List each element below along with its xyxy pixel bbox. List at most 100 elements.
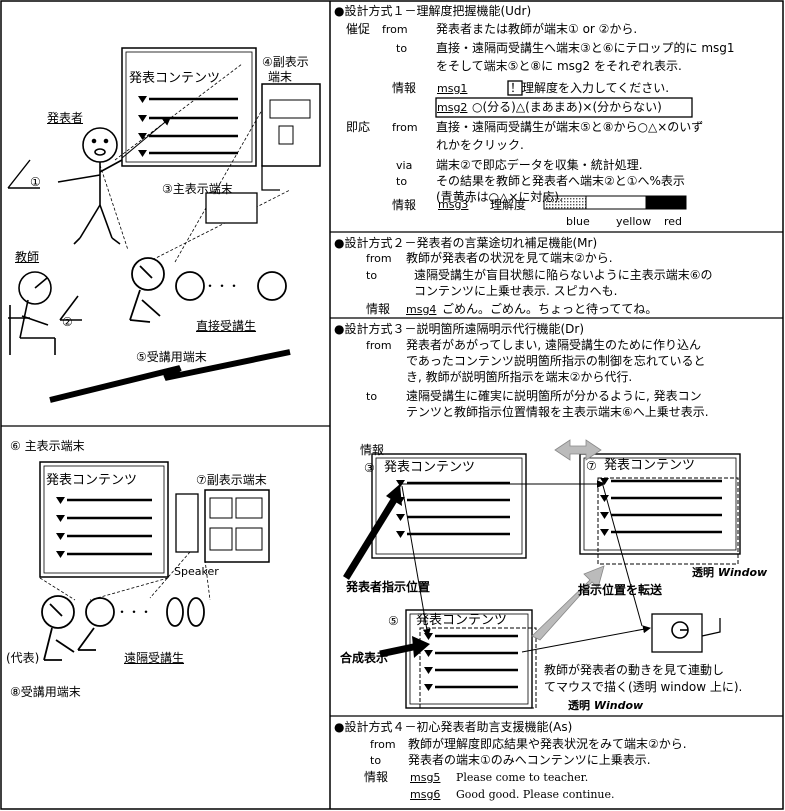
network-bolt-icon [49,349,291,403]
s2-title: ●設計方式２－発表者の言葉途切れ補足機能(Mr) [334,236,598,250]
sub-display-4 [261,83,321,167]
s1-resp-from-text-2: れかをクリック. [436,138,524,152]
main-display-6 [39,461,169,578]
sub-display-7-label: ⑦副表示端末 [196,473,267,487]
s1-info-label: 情報 [392,81,417,95]
mouse-device-icon [651,613,721,653]
speaker-icon [175,493,199,553]
ellipsis-top: ・・・ [204,279,241,293]
s3-from-text-1: 発表者があがってしまい, 遠隔受講生のために作り込ん [406,338,702,352]
s3-title: ●設計方式３－説明箇所遠隔明示代行機能(Dr) [334,322,585,336]
terminal-1-label: ① [30,175,41,189]
s1-resp-from-text-1: 直接・遠隔両受講生が端末⑤と⑧から○△×のいず [436,120,704,134]
s4-from-label: from [370,738,396,751]
s4-to-text: 発表者の端末①のみへコンテンツに上乗表示. [408,753,651,767]
teacher-figure [8,271,82,355]
s3-box7-title: 発表コンテンツ [604,458,696,473]
s1-from-label: from [382,23,408,36]
s4-to-label: to [370,754,382,767]
s1-msg3-label: msg3 [438,198,469,211]
s2-from-label: from [366,252,392,265]
s1-msg1-label: msg1 [437,82,468,95]
s3-from-text-3: き, 教師が説明箇所指示を端末②から代行. [406,370,633,384]
main-display-3-label: ③主表示端末 [162,182,233,196]
content-top-title: 発表コンテンツ [129,71,221,86]
s2-from-text: 教師が発表者の状況を見て端末②から. [406,251,613,265]
speaker-label: Speaker [174,565,219,578]
sub-display-4-label: ④副表示 [262,55,309,69]
s2-to-text-1: 遠隔受講生が盲目状態に陥らないように主表示端末⑥の [414,268,713,282]
s1-msg2-text: ○(分る)△(まあまあ)×(分からない) [472,100,662,114]
s3-box3-num: ③ [364,461,375,475]
legend-yellow: yellow [616,215,652,228]
sub-display-7 [204,489,270,563]
s1-resp-from-label: from [392,121,418,134]
s3-box-3 [371,453,527,559]
s1-prompt-label: 催促 [346,22,371,36]
s1-to-label: to [396,42,408,55]
direct-students-label: 直接受講生 [196,319,257,333]
remote-students-figure [41,595,205,661]
sync-arrow-icon [554,439,602,461]
s3-box-7 [579,453,741,565]
s3-teacher-note-1: 教師が発表者の動きを見て連動し [544,663,725,677]
s3-transparent-window-2: 透明 Window [568,699,644,712]
presenter-label: 発表者 [47,111,84,125]
s3-to-label: to [366,390,378,403]
main-display-3 [121,47,280,191]
s4-from-text: 教師が理解度即応結果や発表状況をみて端末②から. [408,737,687,751]
s3-composite-label: 合成表示 [340,651,389,665]
s3-box5-num: ⑤ [388,614,399,628]
s1-resp-to-text-1: その結果を教師と発表者へ端末②と①へ%表示 [436,174,685,188]
s1-resp-info-label: 情報 [392,198,417,212]
s2-msg4-label: msg4 [406,303,437,316]
s4-title: ●設計方式４－初心発表者助言支援機能(As) [334,720,573,734]
s1-to-text-1: 直接・遠隔両受講生へ端末③と⑥にテロップ的に msg1 [436,41,735,55]
ellipsis-bottom: ・・・ [116,605,153,619]
s3-info-label: 情報 [360,443,385,457]
s2-info-label: 情報 [366,302,391,316]
main-display-6-label: ⑥ 主表示端末 [10,439,85,453]
representative-label: (代表) [6,651,40,665]
s3-pointer-label: 発表者指示位置 [346,580,431,594]
s1-msg3-text: 理解度 [490,198,527,212]
s1-from-text: 発表者または教師が端末① or ②から. [436,22,638,36]
s1-msg1-text: ！理解度を入力してください. [510,81,670,95]
s3-transparent-window-1: 透明 Window [692,566,768,579]
bar-red [645,195,687,210]
s3-to-text-1: 遠隔受講生に確実に説明箇所が分かるように, 発表コン [406,389,702,403]
s4-msg6-label: msg6 [410,788,441,801]
s3-to-text-2: テンツと教師指示位置情報を主表示端末⑥へ上乗せ表示. [406,405,709,419]
bar-yellow [585,195,647,210]
s3-from-text-2: であったコンテンツ説明箇所指示の制御を忘れていると [406,354,706,368]
s2-to-label: to [366,269,378,282]
legend-blue: blue [566,215,590,228]
s3-box5-title: 発表コンテンツ [416,613,508,628]
s4-msg5-text: Please come to teacher. [456,771,589,784]
s4-msg5-label: msg5 [410,771,441,784]
s3-box7-num: ⑦ [586,459,597,473]
s2-to-text-2: コンテンツに上乗せ表示. スピカへも. [414,284,618,298]
student-terminal-5-label: ⑤受講用端末 [136,350,207,364]
s1-title: ●設計方式１－理解度把握機能(Udr) [334,4,532,18]
sub-display-4-label-2: 端末 [268,70,293,84]
s3-from-label: from [366,339,392,352]
s4-msg6-text: Good good. Please continue. [456,788,615,801]
s3-transfer-label: 指示位置を転送 [578,583,663,597]
remote-students-label: 遠隔受講生 [124,651,185,665]
direct-students-figure [129,257,287,323]
s1-resp-to-text-2: (青黄赤は○△×に対応). [436,190,563,204]
student-terminal-8-label: ⑧受講用端末 [10,685,81,699]
s1-resp-to-label: to [396,175,408,188]
s1-msg2-label: msg2 [437,101,468,114]
s1-response-label: 即応 [346,120,371,134]
terminal-2-label: ② [62,315,73,329]
legend-red: red [664,215,683,228]
s2-msg4-text: ごめん。ごめん。ちょっと待っててね。 [442,302,658,316]
presenter-figure [57,127,123,245]
s3-teacher-note-2: てマウスで描く(透明 window 上に). [544,680,743,694]
s3-box-5 [405,609,537,709]
s4-info-label: 情報 [364,770,389,784]
